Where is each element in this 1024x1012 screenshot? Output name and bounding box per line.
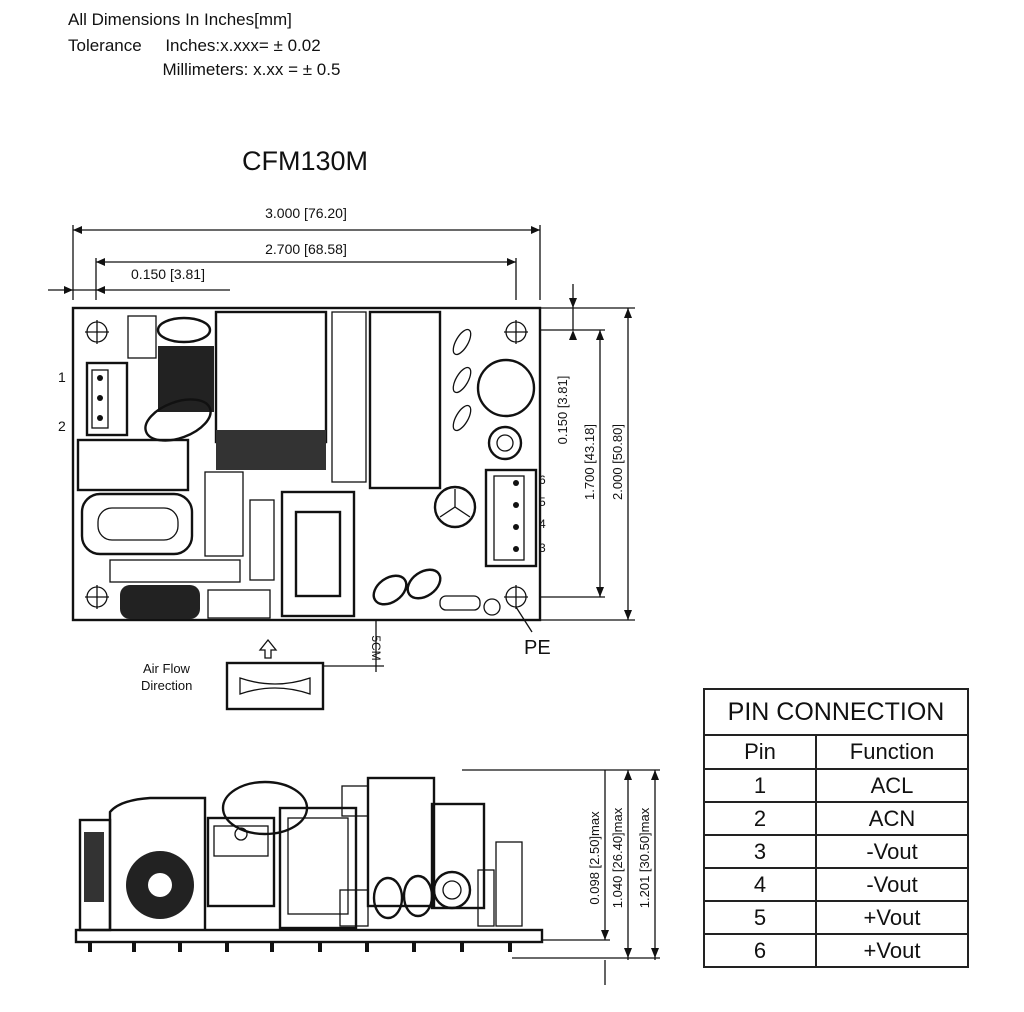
pe-label: PE bbox=[524, 637, 551, 659]
tolerance-mm-note: Millimeters: x.xx = ± 0.5 bbox=[68, 60, 341, 79]
hole-offset-label: 0.150 [3.81] bbox=[131, 266, 205, 282]
gap-label: 5CM bbox=[369, 635, 383, 660]
hole-span-length-label: 2.700 [68.58] bbox=[265, 241, 347, 257]
airflow-arrow-icon bbox=[225, 638, 325, 711]
pin-cell: 3 bbox=[703, 834, 817, 869]
airflow-label-1: Air Flow bbox=[143, 661, 191, 676]
hole-offset-vertical-label: 0.150 [3.81] bbox=[555, 376, 570, 445]
table-row: 3-Vout bbox=[703, 834, 969, 869]
function-cell: +Vout bbox=[815, 933, 969, 968]
model-title: CFM130M bbox=[242, 146, 369, 176]
table-row: 5+Vout bbox=[703, 900, 969, 935]
pin2-label: 2 bbox=[58, 418, 66, 434]
pin-cell: 4 bbox=[703, 867, 817, 902]
function-cell: -Vout bbox=[815, 867, 969, 902]
height-dimensions: 0.098 [2.50]max 1.040 [26.40]max 1.201 [… bbox=[587, 770, 659, 985]
side-dimensions: 0.150 [3.81] 1.700 [43.18] 2.000 [50.80] bbox=[540, 284, 635, 621]
overall-height-label: 1.201 [30.50]max bbox=[637, 807, 652, 908]
top-dimensions: 3.000 [76.20] 2.700 [68.58] 0.150 [3.81] bbox=[48, 205, 541, 300]
function-column-header: Function bbox=[815, 734, 969, 770]
dimension-note: All Dimensions In Inches[mm] bbox=[68, 10, 292, 29]
pcb-side-view bbox=[74, 769, 660, 959]
pin-cell: 6 bbox=[703, 933, 817, 968]
pin-column-header: Pin bbox=[703, 734, 817, 770]
overall-length-label: 3.000 [76.20] bbox=[265, 205, 347, 221]
pin-cell: 2 bbox=[703, 801, 817, 836]
tolerance-inches-note: Tolerance Inches:x.xxx= ± 0.02 bbox=[68, 36, 321, 55]
out-pin4-label: 4 bbox=[539, 517, 546, 531]
mounting-hole-icon bbox=[85, 320, 528, 609]
hole-span-width-label: 1.700 [43.18] bbox=[582, 424, 597, 500]
pin-cell: 5 bbox=[703, 900, 817, 935]
table-row: 4-Vout bbox=[703, 867, 969, 902]
pcb-top-view bbox=[71, 306, 542, 622]
table-row: 6+Vout bbox=[703, 933, 969, 968]
airflow-label-2: Direction bbox=[141, 678, 192, 693]
out-pin5-label: 5 bbox=[539, 495, 546, 509]
pin1-label: 1 bbox=[58, 369, 66, 385]
pin-cell: 1 bbox=[703, 768, 817, 803]
pin-table-title: PIN CONNECTION bbox=[703, 688, 969, 736]
function-cell: +Vout bbox=[815, 900, 969, 935]
function-cell: ACL bbox=[815, 768, 969, 803]
overall-width-label: 2.000 [50.80] bbox=[610, 424, 625, 500]
function-cell: -Vout bbox=[815, 834, 969, 869]
out-pin6-label: 6 bbox=[539, 473, 546, 487]
out-pin3-label: 3 bbox=[539, 541, 546, 555]
pcb-to-component-label: 0.098 [2.50]max bbox=[587, 811, 602, 905]
function-cell: ACN bbox=[815, 801, 969, 836]
component-height-label: 1.040 [26.40]max bbox=[610, 807, 625, 908]
